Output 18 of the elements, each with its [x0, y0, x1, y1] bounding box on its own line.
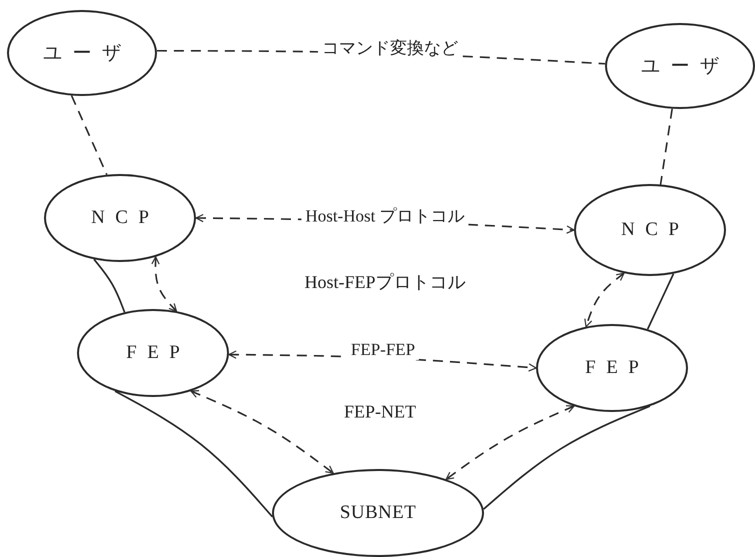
line [483, 405, 650, 510]
protocol-label: FEP-NET [344, 402, 416, 422]
node-label: NCP [91, 207, 160, 229]
dashed-line [660, 108, 673, 185]
dashed-arrow [151, 256, 178, 312]
node-label: SUBNET [340, 502, 416, 524]
protocol-label: Host-FEPプロトコル [304, 271, 466, 294]
node-label: ユーザ [641, 55, 730, 79]
node-label: FEP [585, 357, 650, 379]
dashed-arrow [446, 405, 575, 480]
line [646, 273, 674, 330]
node-label: NCP [621, 219, 690, 241]
dashed-arrow [190, 390, 334, 474]
edge-label: Host-Host プロトコル [301, 204, 469, 228]
line [114, 390, 274, 518]
node-label: FEP [126, 342, 190, 364]
node-label: ユーザ [43, 42, 132, 66]
dashed-line [70, 95, 108, 175]
